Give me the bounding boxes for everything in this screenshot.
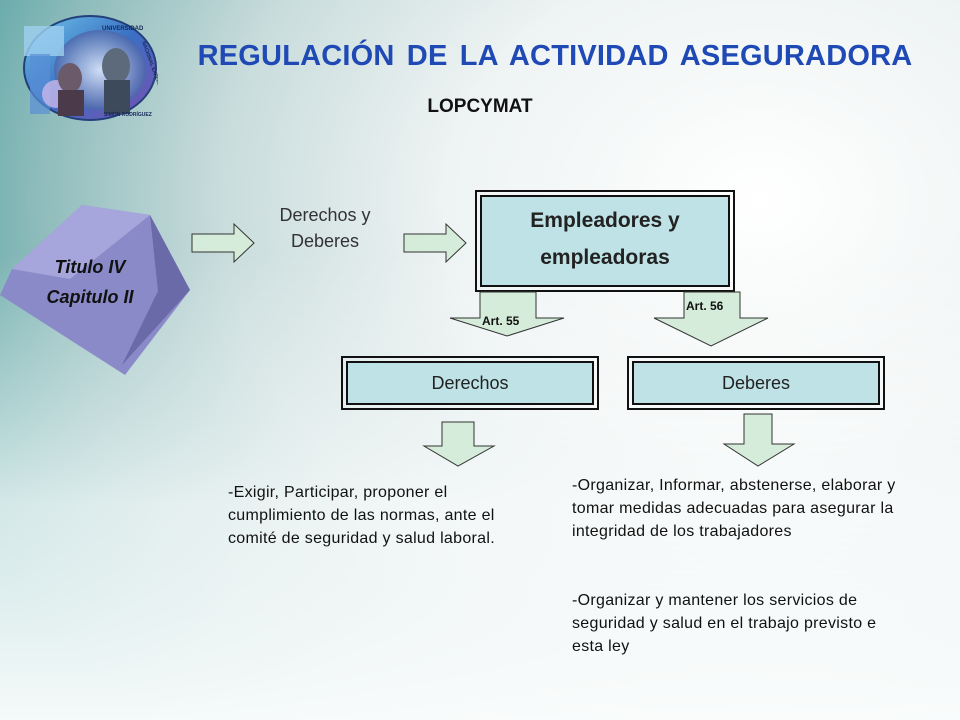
right-arrow-icon-1 [191,222,255,264]
cube-label: Titulo IV Capitulo II [30,252,150,312]
art56-label: Art. 56 [686,299,724,313]
page-title: REGULACIÓN DE LA ACTIVIDAD ASEGURADORA [197,40,913,72]
employers-box: Empleadores y empleadoras [475,190,735,292]
logo-bottom-text: SIMÓN RODRÍGUEZ [104,110,152,118]
duties-description-2: -Organizar y mantener los servicios de s… [572,592,877,655]
cube-line-1: Titulo IV [54,257,126,277]
rights-duties-label: Derechos y Deberes [279,205,371,251]
university-logo: UNIVERSIDAD NACIONAL EXPERIMENTAL SIMÓN … [23,15,158,121]
down-arrow-icon-art55 [449,291,565,337]
rights-description: -Exigir, Participar, proponer el cumplim… [228,484,495,547]
down-arrow-icon-art56 [653,291,769,347]
art55-label: Art. 55 [482,314,520,328]
duties-description-1: -Organizar, Informar, abstenerse, elabor… [572,477,896,540]
page-subtitle: LOPCYMAT [427,96,533,117]
cube-line-2: Capitulo II [46,287,134,307]
duties-box: Deberes [627,356,885,410]
logo-top-text: UNIVERSIDAD [102,26,144,32]
right-arrow-icon-2 [403,222,467,264]
rights-box: Derechos [341,356,599,410]
down-arrow-icon-rights [422,421,496,467]
cube-shape [0,205,190,375]
down-arrow-icon-duties [722,413,796,467]
